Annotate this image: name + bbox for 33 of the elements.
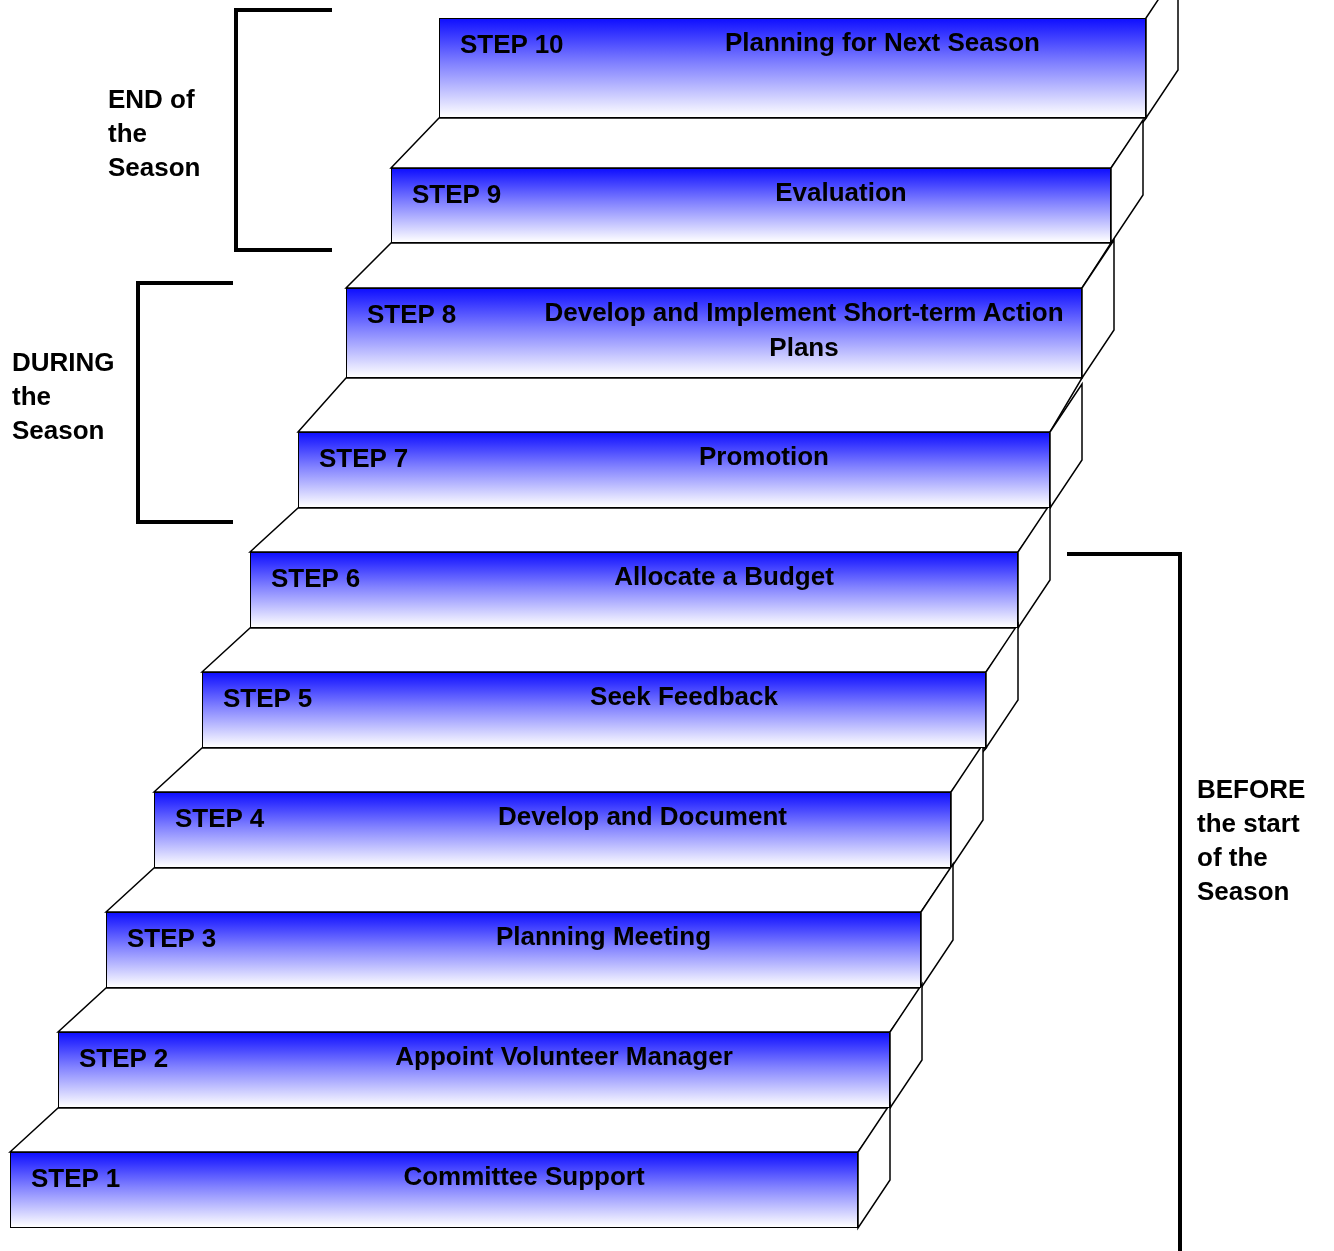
step-box — [106, 912, 921, 988]
step-box — [154, 792, 951, 868]
step-box — [58, 1032, 890, 1108]
step-title: Planning for Next Season — [724, 26, 1041, 59]
step-box — [202, 672, 986, 748]
step-title: Develop and Implement Short-term Action Plans — [543, 296, 1065, 364]
step-number: STEP 4 — [174, 802, 266, 834]
step-box — [346, 288, 1082, 378]
step-title: Committee Support — [402, 1160, 646, 1193]
step-number: STEP 9 — [411, 178, 503, 210]
phase-label: END of the Season — [108, 83, 202, 184]
step-number: STEP 6 — [270, 562, 362, 594]
step-title: Allocate a Budget — [613, 560, 835, 593]
step-number: STEP 2 — [78, 1042, 170, 1074]
step-number: STEP 7 — [318, 442, 410, 474]
step-title: Evaluation — [774, 176, 908, 209]
step-number: STEP 10 — [459, 28, 565, 60]
step-title: Appoint Volunteer Manager — [394, 1040, 734, 1073]
step-number: STEP 1 — [30, 1162, 122, 1194]
step-box — [391, 168, 1111, 243]
step-box — [298, 432, 1050, 508]
step-number: STEP 8 — [366, 298, 458, 330]
step-box — [439, 18, 1146, 118]
step-number: STEP 5 — [222, 682, 314, 714]
step-number: STEP 3 — [126, 922, 218, 954]
phase-label: BEFORE the start of the Season — [1197, 773, 1307, 908]
step-title: Planning Meeting — [494, 920, 713, 953]
step-title: Develop and Document — [497, 800, 788, 833]
step-box — [10, 1152, 858, 1228]
phase-label: DURING the Season — [12, 346, 116, 447]
step-box — [250, 552, 1018, 628]
step-title: Seek Feedback — [589, 680, 779, 713]
step-title: Promotion — [698, 440, 830, 473]
